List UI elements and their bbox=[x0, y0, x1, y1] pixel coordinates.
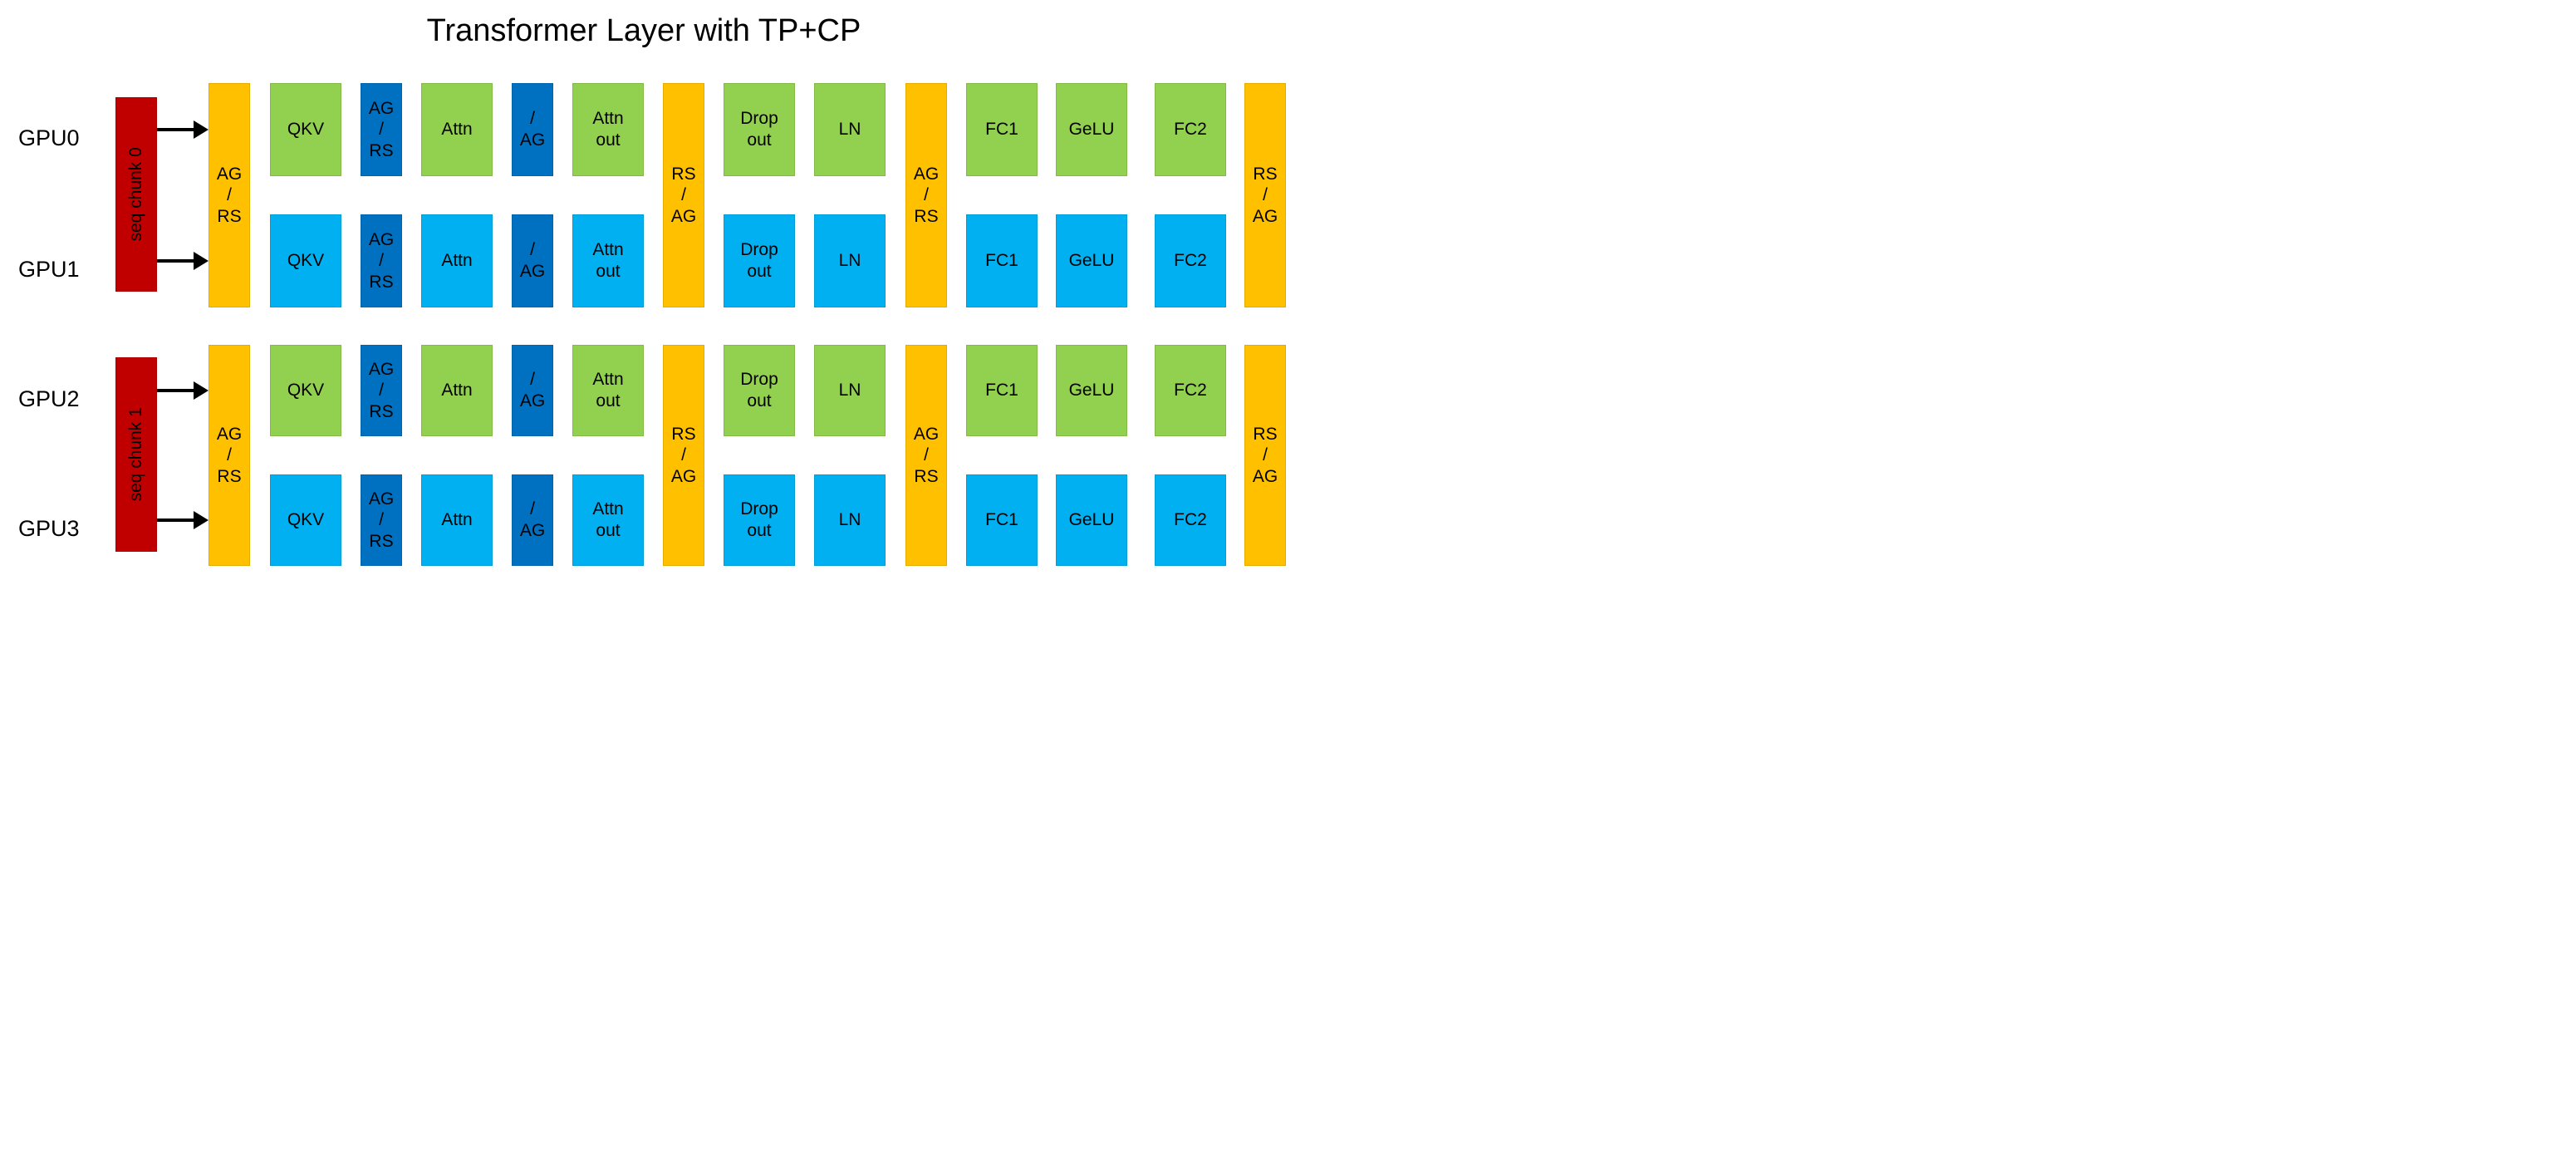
block-attn-gpu0: Attn bbox=[421, 83, 493, 176]
comm-bar-ag-rs-pre-attn-g1: AG / RS bbox=[209, 83, 250, 307]
comm-bar-rs-ag-post-mlp-g1: RS / AG bbox=[1244, 83, 1286, 307]
block-fc1-gpu1: FC1 bbox=[966, 214, 1038, 307]
block-dropout-gpu1: Drop out bbox=[724, 214, 795, 307]
block-fc1-gpu3: FC1 bbox=[966, 474, 1038, 566]
block-qkv-gpu0: QKV bbox=[270, 83, 341, 176]
seq-chunk-bar-0: seq chunk 0 bbox=[115, 97, 157, 292]
block-slash-ag-gpu1: / AG bbox=[512, 214, 553, 307]
seq-chunk-label-1: seq chunk 1 bbox=[126, 407, 146, 502]
arrow-seq-to-comm-gpu2 bbox=[157, 381, 209, 400]
block-ln-gpu1: LN bbox=[814, 214, 886, 307]
gpu-label-gpu1: GPU1 bbox=[18, 256, 80, 282]
arrow-head-icon bbox=[194, 120, 209, 139]
block-ag-rs-gpu0: AG / RS bbox=[361, 83, 402, 176]
block-fc2-gpu0: FC2 bbox=[1155, 83, 1226, 176]
block-fc2-gpu2: FC2 bbox=[1155, 345, 1226, 436]
arrow-head-icon bbox=[194, 252, 209, 270]
arrow-shaft bbox=[157, 518, 194, 522]
block-ag-rs-gpu2: AG / RS bbox=[361, 345, 402, 436]
block-dropout-gpu0: Drop out bbox=[724, 83, 795, 176]
comm-bar-rs-ag-post-mlp-g2: RS / AG bbox=[1244, 345, 1286, 566]
arrow-shaft bbox=[157, 389, 194, 392]
comm-bar-rs-ag-post-attn-g1: RS / AG bbox=[663, 83, 704, 307]
diagram-canvas: Transformer Layer with TP+CP GPU0 GPU1 G… bbox=[0, 0, 1288, 575]
block-qkv-gpu1: QKV bbox=[270, 214, 341, 307]
block-ag-rs-gpu1: AG / RS bbox=[361, 214, 402, 307]
block-attn-out-gpu3: Attn out bbox=[572, 474, 644, 566]
block-attn-gpu3: Attn bbox=[421, 474, 493, 566]
arrow-seq-to-comm-gpu1 bbox=[157, 252, 209, 270]
arrow-seq-to-comm-gpu3 bbox=[157, 511, 209, 529]
arrow-seq-to-comm-gpu0 bbox=[157, 120, 209, 139]
block-fc1-gpu2: FC1 bbox=[966, 345, 1038, 436]
block-qkv-gpu2: QKV bbox=[270, 345, 341, 436]
block-ag-rs-gpu3: AG / RS bbox=[361, 474, 402, 566]
comm-bar-ag-rs-pre-mlp-g1: AG / RS bbox=[905, 83, 947, 307]
gpu-label-gpu3: GPU3 bbox=[18, 515, 80, 541]
block-dropout-gpu2: Drop out bbox=[724, 345, 795, 436]
arrow-shaft bbox=[157, 128, 194, 131]
block-attn-out-gpu2: Attn out bbox=[572, 345, 644, 436]
comm-bar-rs-ag-post-attn-g2: RS / AG bbox=[663, 345, 704, 566]
arrow-shaft bbox=[157, 259, 194, 263]
block-gelu-gpu3: GeLU bbox=[1056, 474, 1127, 566]
gpu-label-gpu0: GPU0 bbox=[18, 125, 80, 150]
block-fc2-gpu3: FC2 bbox=[1155, 474, 1226, 566]
block-gelu-gpu1: GeLU bbox=[1056, 214, 1127, 307]
block-ln-gpu0: LN bbox=[814, 83, 886, 176]
block-qkv-gpu3: QKV bbox=[270, 474, 341, 566]
gpu-label-gpu2: GPU2 bbox=[18, 386, 80, 411]
block-gelu-gpu0: GeLU bbox=[1056, 83, 1127, 176]
seq-chunk-bar-1: seq chunk 1 bbox=[115, 357, 157, 552]
diagram-title: Transformer Layer with TP+CP bbox=[426, 13, 861, 48]
block-fc2-gpu1: FC2 bbox=[1155, 214, 1226, 307]
comm-bar-ag-rs-pre-mlp-g2: AG / RS bbox=[905, 345, 947, 566]
block-attn-gpu2: Attn bbox=[421, 345, 493, 436]
block-slash-ag-gpu3: / AG bbox=[512, 474, 553, 566]
arrow-head-icon bbox=[194, 381, 209, 400]
block-slash-ag-gpu2: / AG bbox=[512, 345, 553, 436]
block-ln-gpu2: LN bbox=[814, 345, 886, 436]
arrow-head-icon bbox=[194, 511, 209, 529]
block-gelu-gpu2: GeLU bbox=[1056, 345, 1127, 436]
seq-chunk-label-0: seq chunk 0 bbox=[126, 147, 146, 242]
block-attn-out-gpu1: Attn out bbox=[572, 214, 644, 307]
block-attn-gpu1: Attn bbox=[421, 214, 493, 307]
block-ln-gpu3: LN bbox=[814, 474, 886, 566]
block-fc1-gpu0: FC1 bbox=[966, 83, 1038, 176]
comm-bar-ag-rs-pre-attn-g2: AG / RS bbox=[209, 345, 250, 566]
block-attn-out-gpu0: Attn out bbox=[572, 83, 644, 176]
block-slash-ag-gpu0: / AG bbox=[512, 83, 553, 176]
block-dropout-gpu3: Drop out bbox=[724, 474, 795, 566]
